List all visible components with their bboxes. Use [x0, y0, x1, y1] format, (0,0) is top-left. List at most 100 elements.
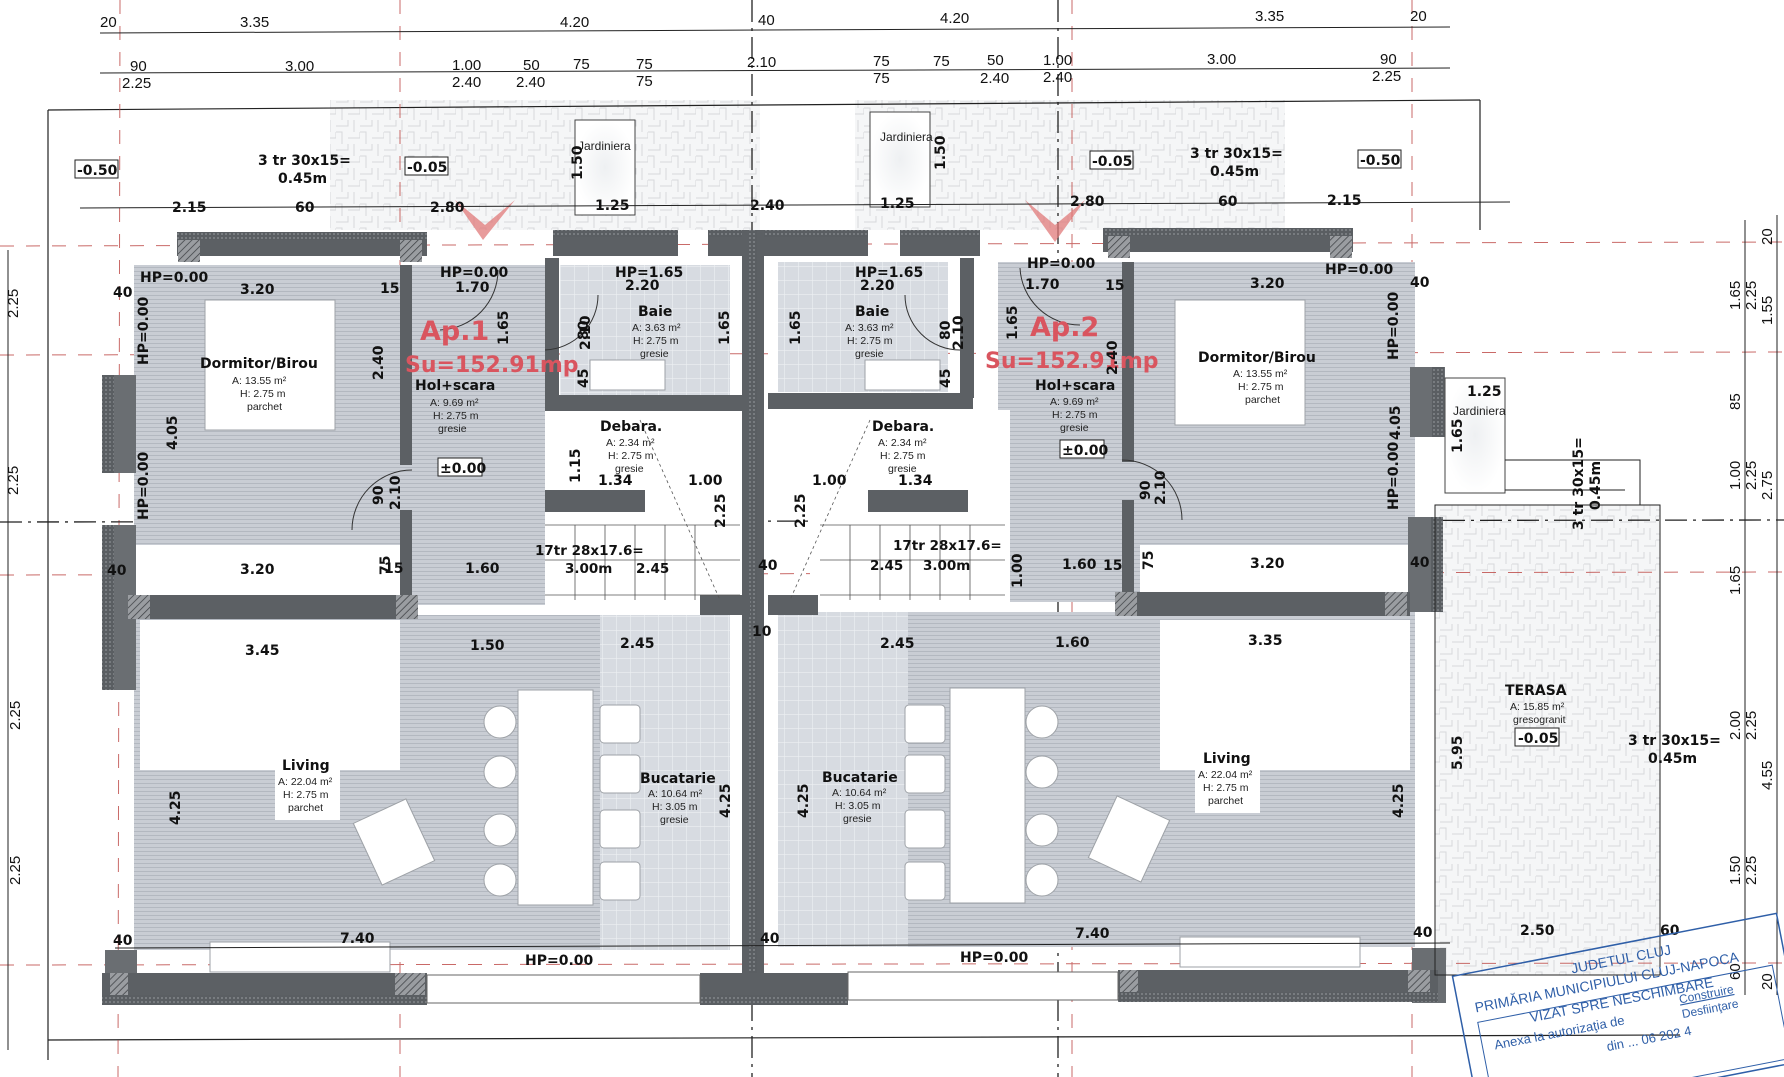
svg-text:90: 90 — [130, 58, 147, 75]
svg-text:3.00m: 3.00m — [565, 561, 612, 577]
svg-text:75: 75 — [636, 73, 653, 90]
svg-text:Baie: Baie — [855, 304, 889, 320]
svg-text:5.95: 5.95 — [1450, 735, 1466, 770]
svg-text:3.45: 3.45 — [245, 643, 280, 659]
svg-text:7.40: 7.40 — [1075, 926, 1110, 942]
svg-text:A: 2.34 m²: A: 2.34 m² — [878, 437, 927, 449]
svg-text:-0.05: -0.05 — [1092, 154, 1132, 170]
svg-text:10: 10 — [752, 624, 772, 640]
svg-text:4.20: 4.20 — [940, 10, 969, 27]
svg-text:1.65: 1.65 — [788, 310, 804, 345]
svg-text:2.25: 2.25 — [1743, 856, 1760, 885]
site-outline — [47, 99, 1681, 1060]
svg-text:Jardiniera: Jardiniera — [578, 139, 631, 153]
svg-text:50: 50 — [987, 52, 1004, 69]
svg-text:-0.05: -0.05 — [1518, 731, 1558, 747]
svg-text:gresie: gresie — [843, 813, 872, 825]
svg-text:3.35: 3.35 — [240, 14, 269, 31]
svg-text:2.10: 2.10 — [951, 315, 967, 350]
svg-text:A: 15.85 m²: A: 15.85 m² — [1510, 701, 1565, 713]
svg-text:40: 40 — [107, 563, 127, 579]
svg-text:2.15: 2.15 — [1327, 193, 1362, 209]
svg-text:2.15: 2.15 — [172, 200, 207, 216]
svg-text:A: 13.55 m²: A: 13.55 m² — [232, 375, 287, 387]
svg-text:H: 2.75 m: H: 2.75 m — [1203, 782, 1249, 794]
svg-text:1.25: 1.25 — [595, 198, 630, 214]
svg-text:15: 15 — [1103, 558, 1122, 574]
svg-text:20: 20 — [1410, 8, 1427, 25]
svg-text:90: 90 — [371, 485, 387, 505]
svg-text:15: 15 — [384, 561, 403, 577]
svg-text:1.00: 1.00 — [1010, 553, 1026, 588]
svg-text:H: 2.75 m: H: 2.75 m — [847, 335, 893, 347]
svg-text:2.10: 2.10 — [1153, 470, 1169, 505]
svg-text:80: 80 — [938, 320, 954, 340]
svg-text:20: 20 — [100, 14, 117, 31]
svg-text:90: 90 — [1380, 51, 1397, 68]
svg-text:1.65: 1.65 — [1727, 281, 1744, 310]
svg-text:3 tr 30x15=: 3 tr 30x15= — [1571, 437, 1587, 530]
top-dimension-labels: 20 3.35 4.20 40 4.20 3.35 20 90 2.25 3.0… — [100, 8, 1427, 216]
svg-text:20: 20 — [1759, 973, 1776, 990]
left-dimension-labels: 2.25 2.25 2.25 2.25 — [5, 289, 24, 885]
svg-text:H: 3.05 m: H: 3.05 m — [652, 801, 698, 813]
svg-text:2.45: 2.45 — [870, 558, 903, 574]
apartment-2-labels: Ap.2 Su=152.91mp Dormitor/Birou A: 13.55… — [822, 256, 1402, 966]
level-mark-right-outer: -0.50 — [1357, 149, 1402, 169]
svg-text:60: 60 — [295, 200, 315, 216]
svg-text:HP=1.65: HP=1.65 — [615, 265, 683, 281]
svg-text:4.05: 4.05 — [165, 415, 181, 450]
svg-text:0.45m: 0.45m — [1210, 164, 1259, 180]
svg-text:20: 20 — [1759, 228, 1776, 245]
svg-text:gresie: gresie — [855, 348, 884, 360]
svg-text:2.75: 2.75 — [1759, 471, 1776, 500]
svg-text:H: 2.75 m: H: 2.75 m — [283, 789, 329, 801]
svg-text:45: 45 — [938, 369, 954, 388]
svg-text:1.50: 1.50 — [1727, 856, 1744, 885]
svg-text:2.40: 2.40 — [452, 74, 481, 91]
svg-text:1.50: 1.50 — [933, 135, 949, 170]
svg-text:Dormitor/Birou: Dormitor/Birou — [200, 356, 318, 372]
svg-text:2.25: 2.25 — [122, 75, 151, 92]
svg-text:3.20: 3.20 — [240, 282, 275, 298]
svg-text:2.25: 2.25 — [5, 466, 22, 495]
svg-text:85: 85 — [1727, 393, 1744, 410]
svg-text:±0.00: ±0.00 — [440, 461, 487, 477]
svg-text:1.34: 1.34 — [898, 473, 933, 489]
svg-text:gresie: gresie — [640, 348, 669, 360]
svg-text:parchet: parchet — [247, 401, 282, 413]
svg-text:A: 9.69 m²: A: 9.69 m² — [430, 397, 479, 409]
tv-unit-2 — [1179, 936, 1361, 968]
svg-text:15: 15 — [380, 281, 399, 297]
svg-text:75: 75 — [1141, 551, 1157, 570]
door-gap-front-2 — [847, 971, 1119, 1001]
svg-text:4.25: 4.25 — [1391, 783, 1407, 818]
svg-text:gresie: gresie — [1060, 422, 1089, 434]
svg-text:HP=0.00: HP=0.00 — [1027, 256, 1096, 272]
svg-text:gresie: gresie — [615, 463, 644, 475]
apartment-2-label: Ap.2 — [1030, 312, 1099, 343]
svg-text:HP=0.00: HP=0.00 — [1386, 291, 1402, 360]
svg-text:2.40: 2.40 — [750, 198, 785, 214]
svg-text:A: 10.64 m²: A: 10.64 m² — [648, 788, 703, 800]
sink-1 — [589, 359, 666, 391]
svg-text:1.34: 1.34 — [598, 473, 633, 489]
svg-text:Hol+scara: Hol+scara — [415, 378, 495, 394]
svg-text:1.60: 1.60 — [465, 561, 500, 577]
svg-text:2.40: 2.40 — [371, 345, 387, 380]
svg-text:-0.50: -0.50 — [1360, 153, 1401, 169]
kitchen-island-2 — [949, 687, 1026, 904]
svg-text:TERASA: TERASA — [1505, 683, 1567, 699]
svg-text:2.20: 2.20 — [625, 278, 660, 294]
svg-text:A: 3.63 m²: A: 3.63 m² — [845, 322, 894, 334]
svg-text:2.25: 2.25 — [793, 493, 809, 528]
svg-text:2.25: 2.25 — [713, 493, 729, 528]
svg-text:A: 9.69 m²: A: 9.69 m² — [1050, 396, 1099, 408]
apartment-1-labels: Ap.1 Su=152.91mp Dormitor/Birou A: 13.55… — [136, 265, 716, 969]
svg-text:HP=0.00: HP=0.00 — [1325, 262, 1394, 278]
terrace-labels: TERASA A: 15.85 m² gresogranit -0.05 5.9… — [1450, 683, 1721, 939]
svg-text:4.25: 4.25 — [718, 783, 734, 818]
svg-text:2.80: 2.80 — [430, 200, 465, 216]
svg-text:2.25: 2.25 — [1743, 281, 1760, 310]
